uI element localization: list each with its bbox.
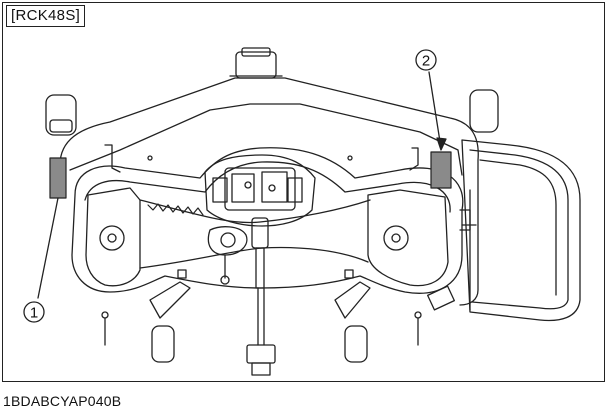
gearbox-housing	[204, 154, 316, 227]
front-stay-left	[149, 281, 191, 319]
callout-2-number: 2	[422, 53, 430, 70]
warning-label-1	[49, 157, 67, 199]
left-pulley-cover	[85, 187, 141, 287]
callout-2-leader	[428, 71, 442, 149]
callout-1-circle	[23, 301, 45, 323]
discharge-chute	[461, 139, 581, 322]
deck-rim	[69, 103, 463, 176]
left-gauge-wheel	[45, 94, 77, 136]
callout-1-leader	[37, 197, 59, 299]
right-spindle	[383, 225, 409, 251]
left-spindle	[99, 225, 125, 251]
top-roller-bracket	[235, 51, 277, 79]
gearbox	[224, 167, 296, 211]
front-stay-right	[334, 281, 371, 319]
deck-outline	[59, 77, 479, 306]
callout-2-circle	[415, 49, 437, 71]
front-right-wheel	[344, 325, 368, 363]
right-gauge-wheel	[469, 89, 499, 133]
callout-1-number: 1	[30, 305, 38, 322]
warning-label-2	[430, 151, 452, 189]
model-tag: [RCK48S]	[6, 5, 86, 27]
universal-joint	[246, 344, 276, 364]
deck-shell	[71, 147, 464, 294]
right-pulley-cover	[367, 189, 449, 287]
idler-arm	[207, 226, 248, 256]
tension-spring	[147, 203, 204, 216]
drive-belt	[139, 199, 371, 224]
figure-code: 1BDABCYAP040B	[3, 393, 122, 409]
front-left-wheel	[151, 325, 175, 363]
